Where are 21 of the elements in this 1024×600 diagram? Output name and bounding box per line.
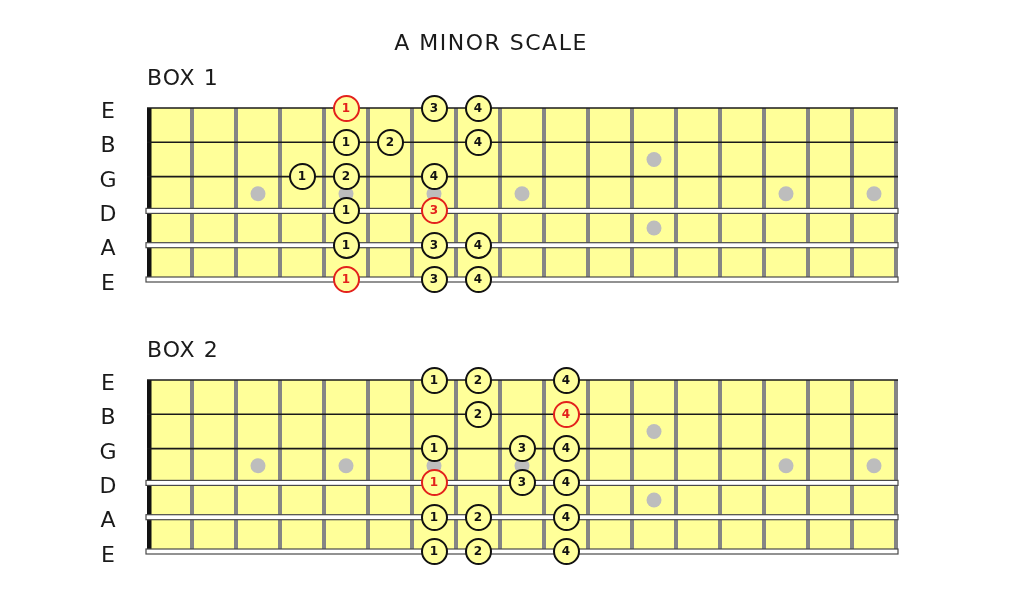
finger-number-circle: 4	[552, 366, 580, 394]
string-label: G	[98, 166, 118, 193]
string-label: E	[100, 370, 116, 396]
finger-number-circle: 1	[420, 366, 448, 394]
finger-number-circle: 3	[420, 94, 448, 122]
string-label: B	[99, 132, 117, 159]
fretboard-heading: BOX 2	[147, 337, 219, 363]
string-label: A	[99, 507, 117, 534]
finger-number-circle: 4	[464, 94, 492, 122]
finger-number-circle: 1	[332, 94, 360, 122]
string-label: A	[99, 235, 117, 262]
string-label: E	[100, 98, 116, 124]
string-label: G	[98, 438, 118, 465]
fretboard-heading: BOX 1	[147, 65, 219, 91]
string-label: D	[98, 472, 118, 499]
finger-number-circle: 2	[464, 366, 492, 394]
string-label: E	[100, 541, 116, 568]
string-label: B	[99, 404, 117, 431]
string-label: D	[98, 200, 118, 227]
diagram-title: A MINOR SCALE	[393, 30, 589, 56]
string-label: E	[100, 269, 116, 296]
